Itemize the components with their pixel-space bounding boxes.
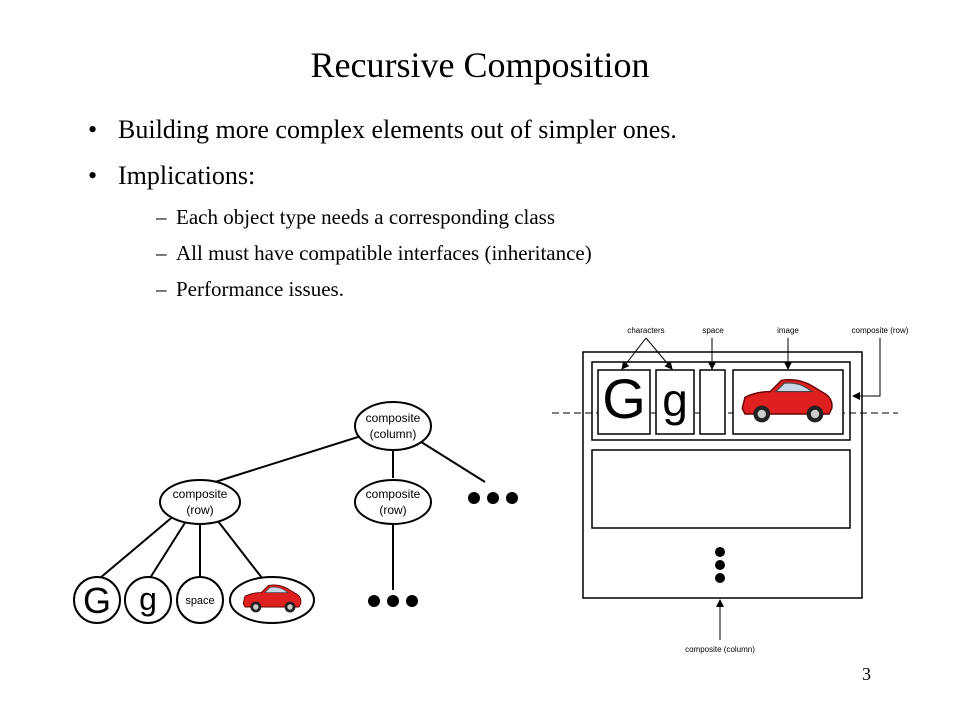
layout-diagram: characters space image composite (row) G… <box>552 326 909 654</box>
main-bullet-list: Building more complex elements out of si… <box>88 114 677 206</box>
tree-edge <box>99 513 177 579</box>
sub-bullet-item: Performance issues. <box>156 276 592 302</box>
sub-bullet-item: Each object type needs a corresponding c… <box>156 204 592 230</box>
pointer-arrow <box>645 337 673 370</box>
label-composite-row: composite (row) <box>852 326 909 335</box>
composition-tree: composite (column) composite (row) compo… <box>73 401 518 624</box>
label-characters: characters <box>627 326 664 335</box>
tree-leaf-space <box>176 576 224 624</box>
tree-node-row <box>354 479 432 525</box>
label-image: image <box>777 326 799 335</box>
glyph-box-space <box>699 369 726 435</box>
bullet-item: Implications: <box>88 160 677 192</box>
more-children-ellipsis-icon <box>468 492 518 504</box>
sub-bullet-list: Each object type needs a corresponding c… <box>156 204 592 312</box>
glyph-box-g <box>655 369 695 435</box>
tree-node-root <box>354 401 432 451</box>
tree-node-row-label: composite <box>366 487 421 501</box>
tree-node-root-label: composite <box>366 411 421 425</box>
slide-title: Recursive Composition <box>310 45 650 85</box>
tree-node-root-label: (column) <box>370 427 417 441</box>
tree-leaf-g-label: g <box>139 581 157 617</box>
tree-leaf-G-label: G <box>83 580 111 621</box>
tree-edge <box>417 439 486 483</box>
pointer-arrow <box>621 337 647 370</box>
tree-edge <box>149 517 189 579</box>
glyph-box-G <box>597 369 651 435</box>
label-composite-column: composite (column) <box>685 645 755 654</box>
page-number: 3 <box>862 664 871 684</box>
tree-edge <box>213 515 263 579</box>
tree-node-row-label: (row) <box>186 503 213 517</box>
tree-leaf-g <box>124 576 172 624</box>
sub-bullet-item: All must have compatible interfaces (inh… <box>156 240 592 266</box>
label-space: space <box>702 326 724 335</box>
glyph-G: G <box>602 367 646 430</box>
tree-node-row <box>159 479 241 525</box>
bullet-item: Building more complex elements out of si… <box>88 114 677 146</box>
pointer-arrow <box>852 338 881 400</box>
tree-node-row-label: (row) <box>379 503 406 517</box>
tree-leaf-G <box>73 576 121 624</box>
tree-node-row-label: composite <box>173 487 228 501</box>
composite-row-box <box>591 449 851 529</box>
tree-leaf-space-label: space <box>185 595 214 607</box>
glyph-g: g <box>662 374 688 426</box>
more-rows-ellipsis-icon <box>715 547 725 583</box>
more-children-ellipsis-icon <box>368 595 418 607</box>
